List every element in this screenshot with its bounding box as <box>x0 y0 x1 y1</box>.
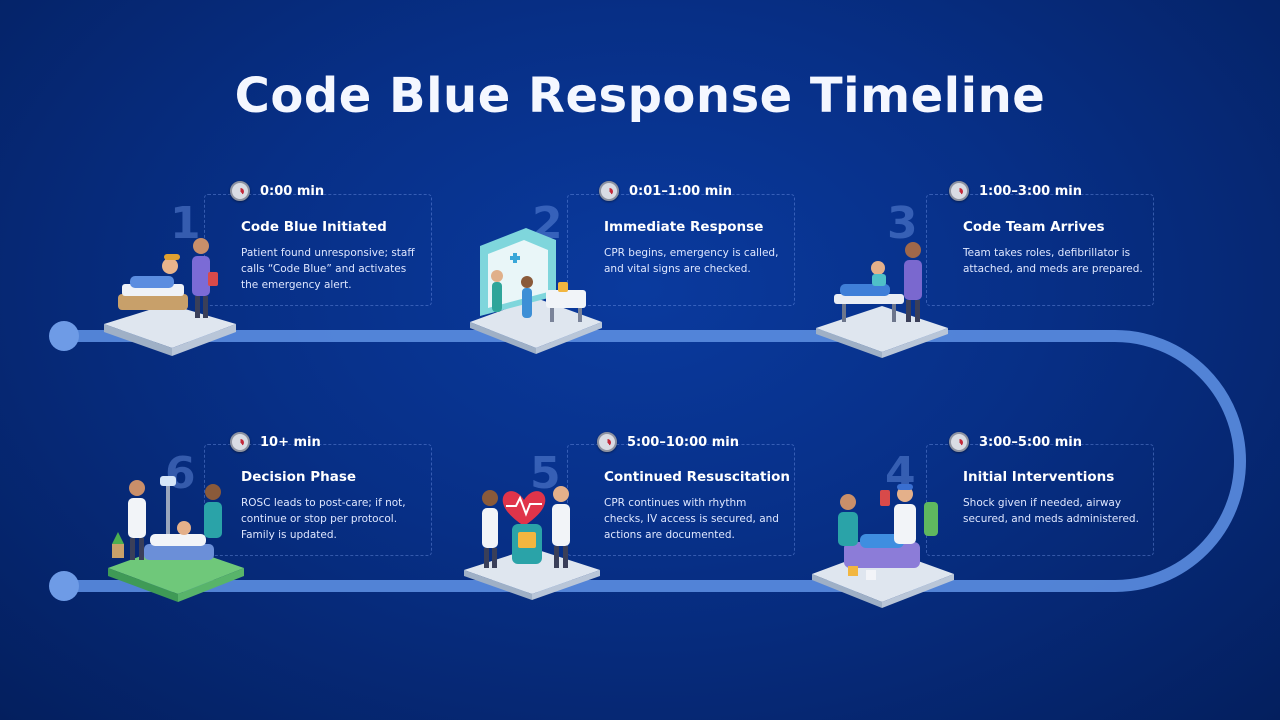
stopwatch-icon <box>599 181 619 201</box>
step-5-time: 5:00–10:00 min <box>597 432 739 452</box>
step-2-time: 0:01–1:00 min <box>599 181 732 201</box>
step-1-title: Code Blue Initiated <box>241 219 387 235</box>
step-3-card: Code Team Arrives Team takes roles, defi… <box>926 194 1154 306</box>
step-6-time: 10+ min <box>230 432 321 452</box>
step-5-title: Continued Resuscitation <box>604 469 791 485</box>
step-1-time-label: 0:00 min <box>260 183 325 199</box>
stretcher-icon <box>816 242 948 358</box>
step-2-title: Immediate Response <box>604 219 764 235</box>
step-2-description: CPR begins, emergency is called, and vit… <box>604 247 779 275</box>
step-1-card: Code Blue Initiated Patient found unresp… <box>204 194 432 306</box>
step-1-number: 1 <box>170 198 201 249</box>
recovery-bed-icon <box>108 476 244 602</box>
stopwatch-icon <box>949 432 969 452</box>
step-4-time: 3:00–5:00 min <box>949 432 1082 452</box>
page-title: Code Blue Response Timeline <box>234 68 1046 124</box>
step-6-number: 6 <box>165 448 196 499</box>
step-6-title: Decision Phase <box>241 469 357 485</box>
step-3-time-label: 1:00–3:00 min <box>979 183 1082 199</box>
stopwatch-icon <box>949 181 969 201</box>
step-5-number: 5 <box>530 448 561 499</box>
emergency-room-icon <box>470 228 602 354</box>
step-5-description: CPR continues with rhythm checks, IV acc… <box>604 497 779 541</box>
step-2-time-label: 0:01–1:00 min <box>629 183 732 199</box>
step-6-description: ROSC leads to post-care; if not, continu… <box>241 497 406 541</box>
step-3-time: 1:00–3:00 min <box>949 181 1082 201</box>
patient-bed-icon <box>104 238 236 356</box>
step-3-description: Team takes roles, defibrillator is attac… <box>963 247 1143 275</box>
step-3-number: 3 <box>887 198 918 249</box>
stopwatch-icon <box>230 181 250 201</box>
step-4-title: Initial Interventions <box>963 469 1115 485</box>
stopwatch-icon <box>230 432 250 452</box>
step-1-description: Patient found unresponsive; staff calls … <box>241 247 415 291</box>
step-5-card: Continued Resuscitation CPR continues wi… <box>567 444 795 556</box>
heart-monitor-icon <box>464 486 600 600</box>
track-end-node <box>49 571 79 601</box>
step-4-card: Initial Interventions Shock given if nee… <box>926 444 1154 556</box>
step-6-card: Decision Phase ROSC leads to post-care; … <box>204 444 432 556</box>
step-2-card: Immediate Response CPR begins, emergency… <box>567 194 795 306</box>
step-4-description: Shock given if needed, airway secured, a… <box>963 497 1139 525</box>
intervention-icon <box>812 484 954 608</box>
step-4-time-label: 3:00–5:00 min <box>979 434 1082 450</box>
step-3-title: Code Team Arrives <box>963 219 1105 235</box>
step-6-time-label: 10+ min <box>260 434 321 450</box>
track-start-node <box>49 321 79 351</box>
step-5-time-label: 5:00–10:00 min <box>627 434 739 450</box>
step-1-time: 0:00 min <box>230 181 324 201</box>
stopwatch-icon <box>597 432 617 452</box>
